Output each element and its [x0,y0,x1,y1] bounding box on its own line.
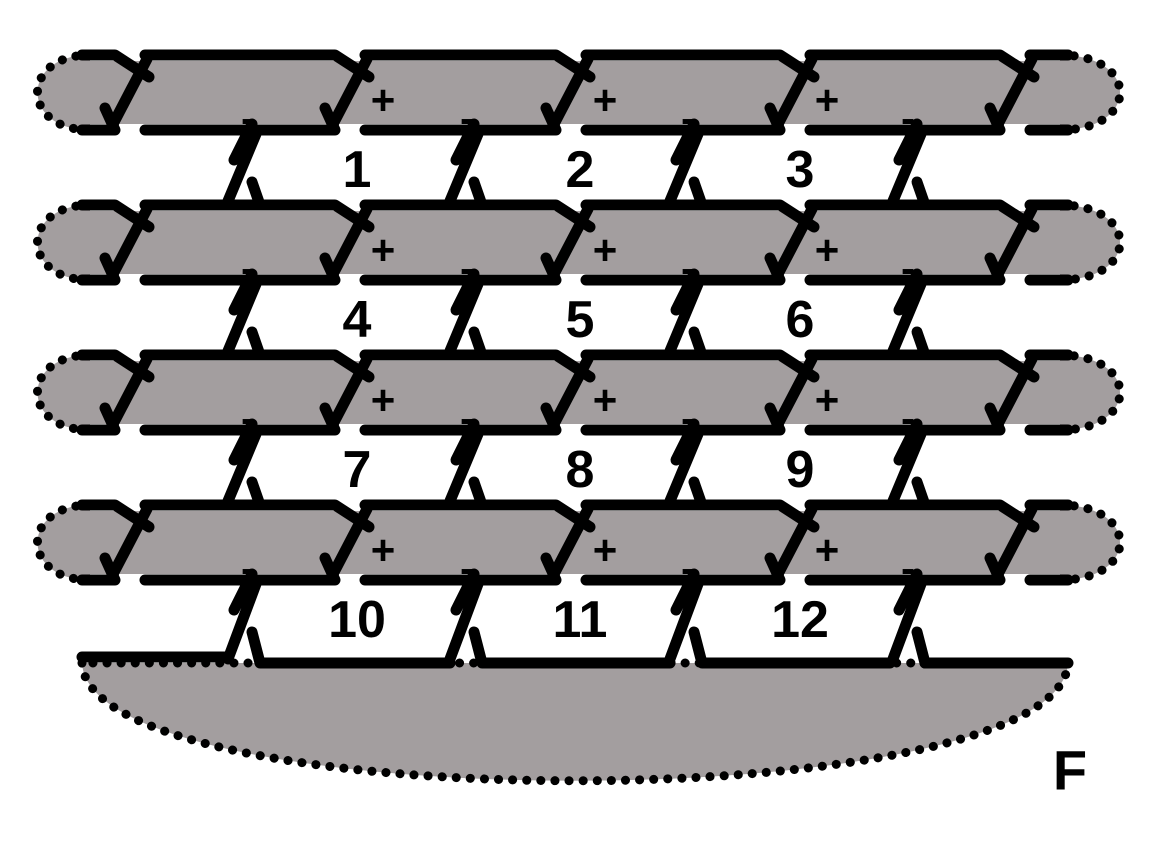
link-strand [444,568,484,665]
crossing-strand [546,203,594,284]
link-strand [664,268,704,357]
strands [76,49,1074,669]
crossing-strand [990,203,1038,284]
bottom-face [77,658,1073,786]
crossing-sign: + [815,77,840,124]
link-strand [664,118,704,207]
link-strand [887,118,927,207]
crossing-sign: - [241,95,255,142]
link-strand [444,268,484,357]
crossing-strand [546,53,594,134]
region-label: 7 [343,441,372,499]
region-label: 12 [771,591,829,649]
link-strand [444,418,484,507]
crossing-sign: - [901,245,915,292]
crossing-strand [990,503,1038,584]
crossing-sign: - [460,95,474,142]
region-label: 8 [566,441,595,499]
region-label: 9 [786,441,815,499]
crossing-strand [105,503,153,584]
region-label: 5 [566,291,595,349]
strand-top [76,49,1074,83]
crossing-sign: + [815,377,840,424]
region-label: 3 [786,141,815,199]
crossing-sign: - [901,545,915,592]
crossing-sign: + [371,527,396,574]
crossing-sign: - [241,245,255,292]
crossing-strand [325,203,373,284]
crossing-strand [770,503,818,584]
crossing-strand [990,53,1038,134]
crossing-sign: - [681,95,695,142]
crossing-sign: - [681,395,695,442]
crossing-sign: - [241,545,255,592]
region-label: 11 [553,591,608,649]
left-cap [33,350,95,435]
strand-top [76,499,1074,533]
right-cap [1055,50,1125,135]
region-label: 6 [786,291,815,349]
crossing-sign: + [593,527,618,574]
right-cap [1055,350,1125,435]
crossing-strand [770,353,818,434]
crossing-strand [325,503,373,584]
crossing-strand [105,203,153,284]
right-cap [1055,200,1125,285]
crossing-strand [770,203,818,284]
crossing-sign: + [593,77,618,124]
link-strand [222,568,262,665]
region-label: 10 [328,591,386,649]
crossing-sign: + [371,227,396,274]
region-label: 4 [343,291,372,349]
face-label: F [1053,739,1087,802]
crossing-sign: - [901,95,915,142]
crossing-strand [105,53,153,134]
left-cap [33,500,95,585]
crossing-strand [105,353,153,434]
crossing-sign: + [815,527,840,574]
region-label: 1 [343,141,372,199]
crossing-strand [325,353,373,434]
crossing-sign: + [593,377,618,424]
bottom-strand [76,651,1074,669]
link-strand [887,268,927,357]
strand-top [76,199,1074,233]
link-strand [664,418,704,507]
crossing-strand [546,503,594,584]
crossing-sign: - [460,245,474,292]
link-strand [664,568,704,665]
link-strand [222,268,262,357]
crossing-strand [546,353,594,434]
crossing-strand [770,53,818,134]
crossing-sign: - [460,545,474,592]
crossing-sign: - [460,395,474,442]
crossing-strand [325,53,373,134]
link-strand [222,418,262,507]
crossing-sign: + [593,227,618,274]
crossing-sign: - [681,245,695,292]
strand-top [76,349,1074,383]
link-strand [887,418,927,507]
right-cap [1055,500,1125,585]
link-strand [444,118,484,207]
link-strand [222,118,262,207]
crossing-sign: - [681,545,695,592]
left-cap [33,50,95,135]
crossing-sign: - [901,395,915,442]
crossing-sign: + [371,377,396,424]
region-label: 2 [566,141,595,199]
left-cap [33,200,95,285]
shaded-regions [33,50,1125,786]
crossing-sign: + [371,77,396,124]
crossing-sign: + [815,227,840,274]
crossing-strand [990,353,1038,434]
link-strand [887,568,927,665]
crossing-sign: - [241,395,255,442]
